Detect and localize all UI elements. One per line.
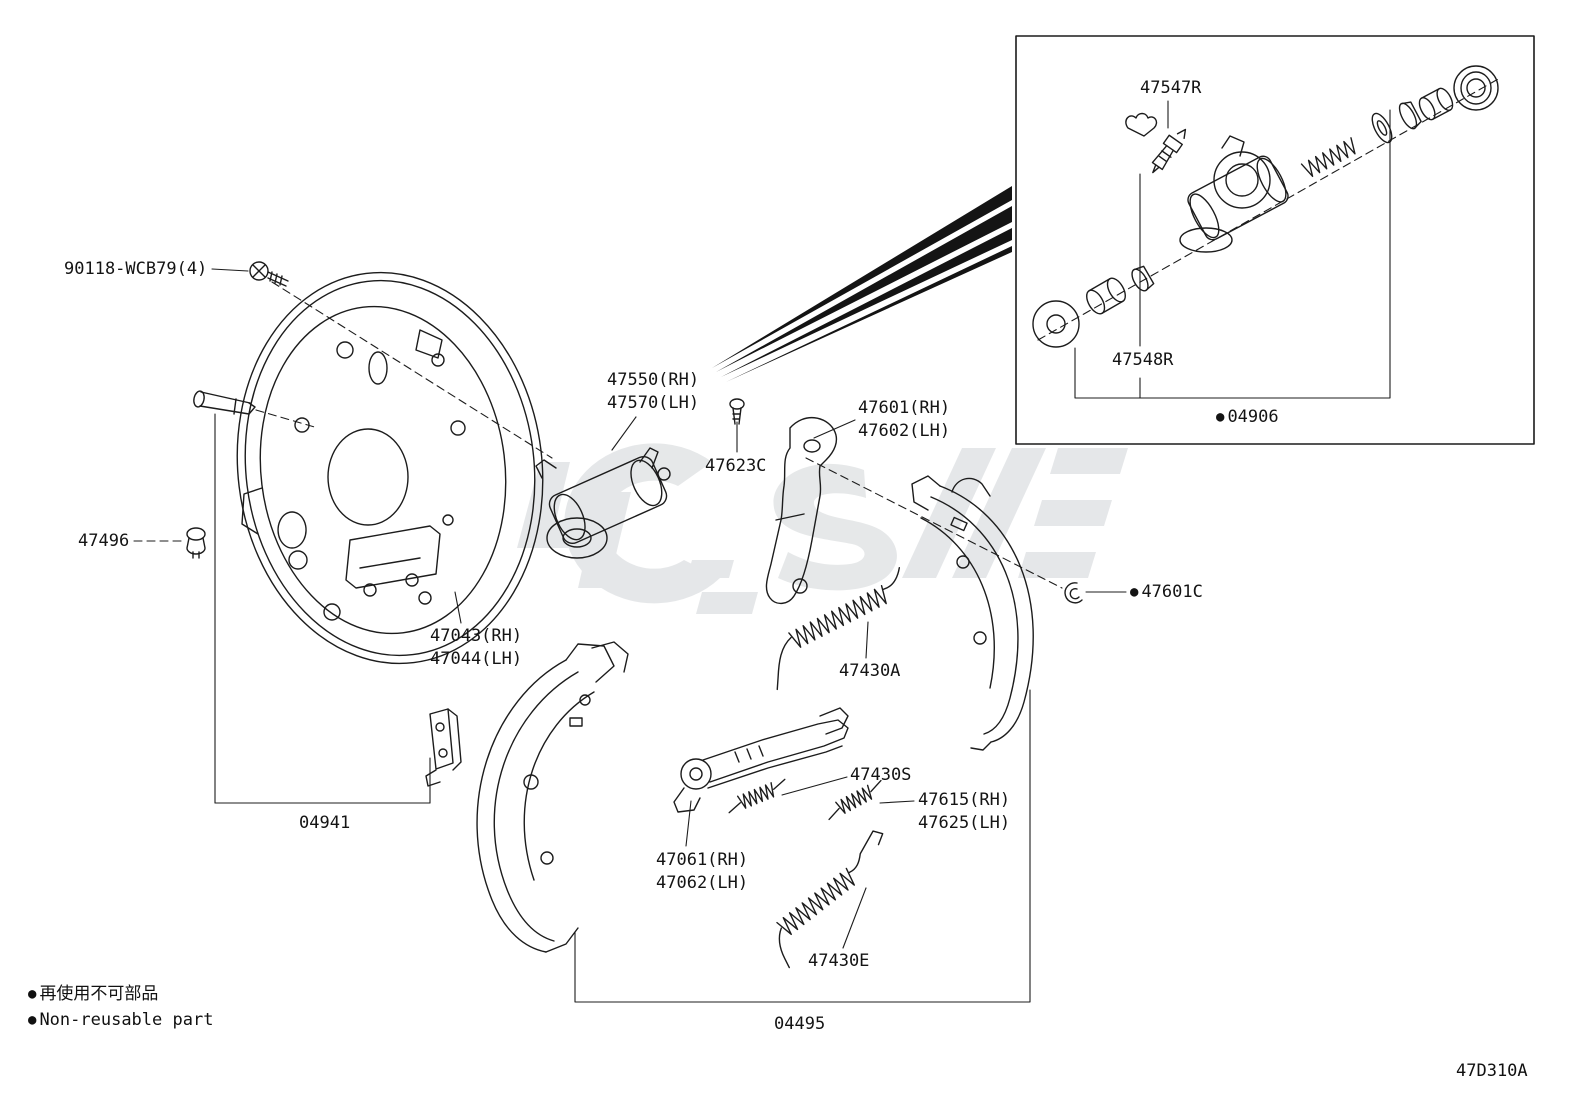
part-number-47615: 47615(RH) [918,790,1011,810]
grommet-47496 [186,527,206,559]
inset-pointer-wedge [712,186,1012,382]
legend-non-reusable-en: ●Non-reusable part [28,1009,213,1031]
screw-90118 [249,261,289,287]
brake-shoe-left [476,641,629,953]
label-47547R: 47547R [1140,77,1201,100]
label-47601-47602: 47601(RH) 47602(LH) [858,397,950,443]
label-47043-47044: 47043(RH) 47044(LH) [430,625,522,671]
leader-lines [211,100,1391,1003]
clevis-pin [193,390,256,415]
part-number-47601: 47601(RH) [858,398,951,418]
label-47430A: 47430A [839,660,900,683]
part-number-04495: 04495 [774,1014,826,1034]
c-clip-47601C [1064,582,1083,604]
diagram-code: 47D310A [1456,1061,1528,1081]
part-number-47430E: 47430E [808,951,870,971]
part-number-47570: 47570(LH) [607,393,700,413]
part-number-47044: 47044(LH) [430,649,523,669]
part-number-47550: 47550(RH) [607,370,700,390]
part-number-47548R: 47548R [1112,350,1174,370]
part-number-47625: 47625(LH) [918,813,1011,833]
spring-47430E [776,830,884,969]
label-04906: ●04906 [1216,406,1279,429]
cable-bracket [425,708,462,787]
inset-box [1015,35,1535,445]
non-reusable-dot: ● [1216,409,1225,425]
part-number-04906: 04906 [1227,407,1279,427]
watermark [517,443,1128,614]
label-47430E: 47430E [808,950,869,973]
label-47550-47570: 47550(RH) 47570(LH) [607,369,699,415]
kit-spring [1300,137,1356,178]
part-number-90118: 90118-WCB79(4) [64,259,208,279]
part-number-04941: 04941 [299,813,351,833]
legend-en-text: Non-reusable part [39,1010,214,1030]
label-04941: 04941 [299,812,350,835]
label-47496: 47496 [78,530,129,553]
cylinder-body [1179,135,1289,253]
spring-47615 [828,779,882,821]
part-number-47061: 47061(RH) [656,850,749,870]
label-47615-47625: 47615(RH) 47625(LH) [918,789,1010,835]
part-number-47547R: 47547R [1140,78,1202,98]
part-number-47601C: 47601C [1141,582,1203,602]
part-number-47623C: 47623C [705,456,767,476]
label-47623C: 47623C [705,455,766,478]
spring-47430A [776,567,901,691]
bleeder-screw [1151,128,1187,174]
label-47430S: 47430S [850,764,911,787]
dashed-lines [133,281,1063,589]
label-90118: 90118-WCB79(4) [64,258,207,281]
adjuster-assembly [673,707,849,813]
non-reusable-dot: ● [28,986,37,1002]
legend-non-reusable-jp: ●再使用不可部品 [28,983,158,1005]
part-number-47602: 47602(LH) [858,421,951,441]
label-47548R: 47548R [1112,349,1173,372]
cylinder-kit [1032,65,1501,348]
non-reusable-dot: ● [28,1012,37,1028]
parking-strut [765,417,838,605]
non-reusable-dot: ● [1130,584,1139,600]
backing-plate [236,271,544,665]
wheel-cylinder [535,447,671,559]
legend-jp-text: 再使用不可部品 [39,984,159,1004]
part-number-47043: 47043(RH) [430,626,523,646]
brake-shoe-right [911,475,1034,751]
bolt-47623C [729,398,745,425]
part-number-47430A: 47430A [839,661,901,681]
part-number-47062: 47062(LH) [656,873,749,893]
label-47601C: ●47601C [1130,581,1203,604]
label-04495: 04495 [774,1013,825,1036]
part-number-47430S: 47430S [850,765,912,785]
label-47061-47062: 47061(RH) 47062(LH) [656,849,748,895]
part-number-47496: 47496 [78,531,130,551]
spring-47430S [728,778,786,814]
